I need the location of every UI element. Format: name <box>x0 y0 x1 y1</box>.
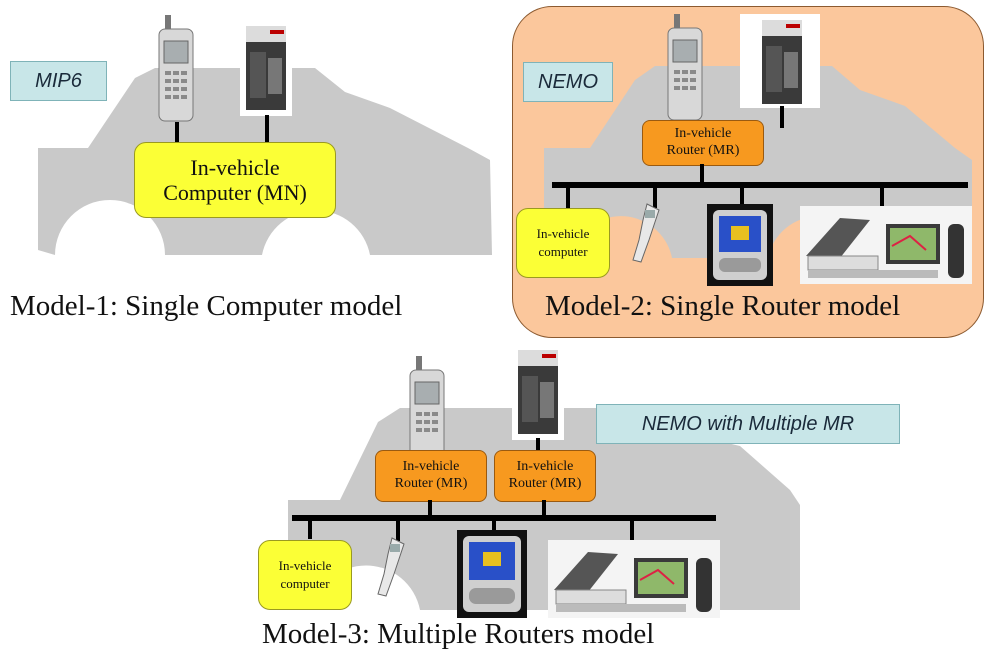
drop-computer <box>566 186 570 208</box>
phone-link <box>175 122 179 144</box>
model-2-caption: Model-2: Single Router model <box>545 290 901 322</box>
network-card-icon <box>240 18 292 116</box>
network-bus <box>552 182 968 188</box>
in-vehicle-computer: In-vehicle computer <box>258 540 352 610</box>
card-link <box>780 106 784 128</box>
in-vehicle-computer-mn: In-vehicle Computer (MN) <box>134 142 336 218</box>
drop-nav <box>880 186 884 208</box>
network-card-icon <box>740 14 820 108</box>
model-3-caption: Model-3: Multiple Routers model <box>262 618 655 650</box>
network-card-icon <box>512 344 564 440</box>
gps-receiver-icon <box>377 537 405 597</box>
in-vehicle-computer: In-vehicle computer <box>516 208 610 278</box>
nemo-tag: NEMO <box>523 62 613 102</box>
nemo-multiple-mr-tag: NEMO with Multiple MR <box>596 404 900 444</box>
router-1-link <box>428 500 432 518</box>
drop-gps <box>653 186 657 208</box>
phone-icon <box>409 356 445 461</box>
drop-nav <box>630 519 634 541</box>
drop-pda <box>740 186 744 206</box>
drop-pda <box>492 519 496 533</box>
pda-icon <box>707 204 773 286</box>
router-link <box>700 164 704 184</box>
pda-icon <box>457 530 527 618</box>
drop-gps <box>396 519 400 541</box>
phone-icon <box>667 14 703 121</box>
mip6-tag: MIP6 <box>10 61 107 101</box>
in-vehicle-router-mr-2: In-vehicle Router (MR) <box>494 450 596 502</box>
model-1-caption: Model-1: Single Computer model <box>10 290 403 322</box>
phone-icon <box>158 15 194 122</box>
network-bus <box>292 515 716 521</box>
router-2-link <box>542 500 546 518</box>
card-link <box>265 115 269 144</box>
in-vehicle-router-mr: In-vehicle Router (MR) <box>642 120 764 166</box>
gps-receiver-icon <box>632 203 660 263</box>
in-vehicle-router-mr-1: In-vehicle Router (MR) <box>375 450 487 502</box>
car-navigation-unit-icon <box>800 206 972 284</box>
drop-computer <box>308 519 312 539</box>
car-navigation-unit-icon <box>548 540 720 618</box>
